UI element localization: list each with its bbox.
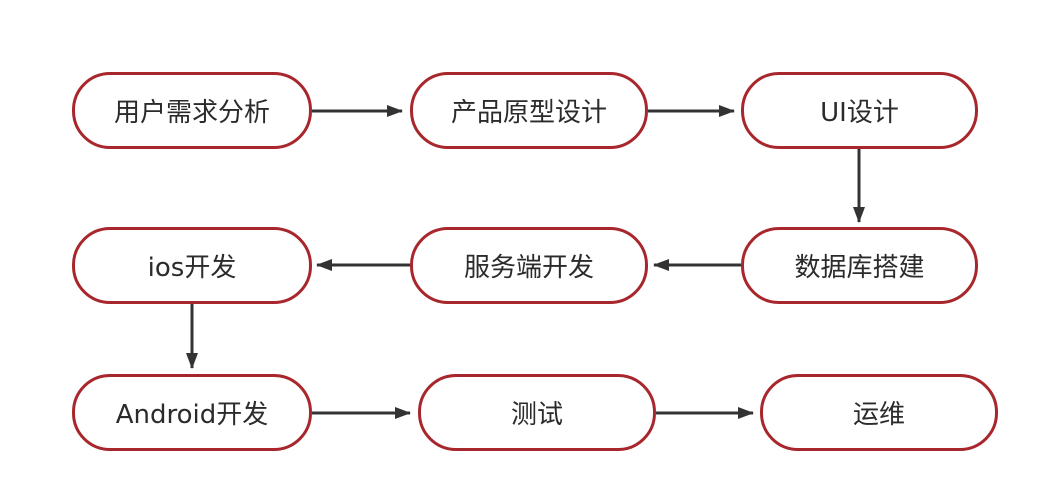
node-label: 数据库搭建 xyxy=(794,253,925,283)
node-operations: 运维 xyxy=(760,374,998,451)
node-server-development: 服务端开发 xyxy=(410,227,648,304)
node-label: 用户需求分析 xyxy=(113,98,270,128)
node-testing: 测试 xyxy=(418,374,656,451)
node-database-setup: 数据库搭建 xyxy=(741,227,978,304)
node-ios-development: ios开发 xyxy=(72,227,312,304)
node-label: 运维 xyxy=(852,400,905,430)
node-label: Android开发 xyxy=(115,400,269,430)
node-android-development: Android开发 xyxy=(72,374,312,451)
node-label: ios开发 xyxy=(147,253,237,283)
node-product-prototype-design: 产品原型设计 xyxy=(410,72,648,149)
node-user-requirement-analysis: 用户需求分析 xyxy=(72,72,312,149)
node-ui-design: UI设计 xyxy=(741,72,978,149)
node-label: UI设计 xyxy=(820,98,899,128)
node-label: 测试 xyxy=(510,400,563,430)
node-label: 产品原型设计 xyxy=(450,98,607,128)
node-label: 服务端开发 xyxy=(463,253,594,283)
